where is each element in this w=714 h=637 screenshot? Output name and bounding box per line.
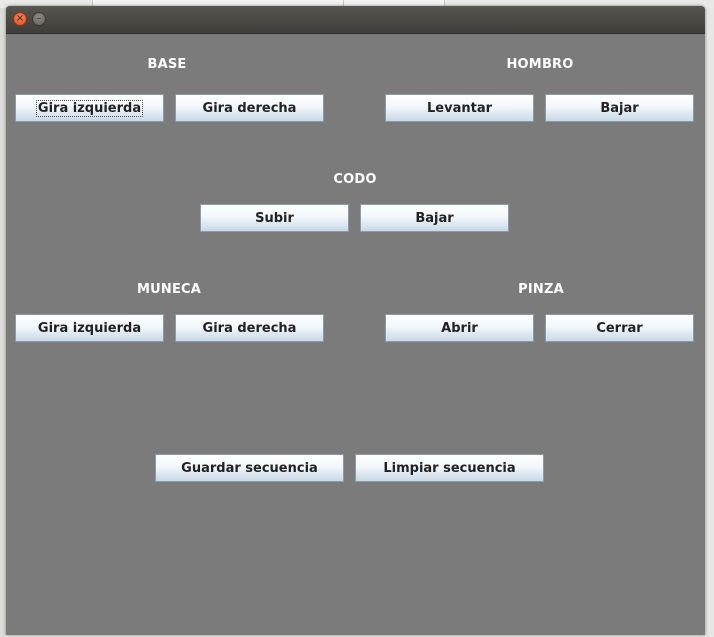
clear-sequence-label: Limpiar secuencia bbox=[383, 460, 516, 476]
robot-arm-control-window: × – BASE Gira izquierda Gira derecha HOM… bbox=[6, 6, 705, 635]
base-rotate-left-button[interactable]: Gira izquierda bbox=[15, 94, 164, 122]
minimize-window-button[interactable]: – bbox=[32, 12, 46, 26]
shoulder-lower-label: Bajar bbox=[600, 100, 639, 116]
control-panel: BASE Gira izquierda Gira derecha HOMBRO … bbox=[6, 34, 705, 635]
minimize-icon: – bbox=[36, 13, 42, 24]
save-sequence-button[interactable]: Guardar secuencia bbox=[155, 454, 344, 482]
gripper-close-button[interactable]: Cerrar bbox=[545, 314, 694, 342]
background-window-edge bbox=[0, 8, 6, 637]
background-window-edge bbox=[705, 8, 714, 637]
base-label: BASE bbox=[147, 57, 187, 72]
gripper-close-label: Cerrar bbox=[596, 320, 643, 336]
base-rotate-right-label: Gira derecha bbox=[202, 100, 297, 116]
wrist-rotate-left-label: Gira izquierda bbox=[37, 320, 142, 336]
elbow-down-button[interactable]: Bajar bbox=[360, 204, 509, 232]
elbow-down-label: Bajar bbox=[415, 210, 454, 226]
title-bar[interactable]: × – bbox=[6, 6, 705, 34]
base-rotate-left-label: Gira izquierda bbox=[35, 99, 144, 117]
shoulder-raise-label: Levantar bbox=[427, 100, 492, 116]
save-sequence-label: Guardar secuencia bbox=[181, 460, 318, 476]
shoulder-raise-button[interactable]: Levantar bbox=[385, 94, 534, 122]
elbow-label: CODO bbox=[333, 172, 377, 187]
wrist-rotate-left-button[interactable]: Gira izquierda bbox=[15, 314, 164, 342]
shoulder-lower-button[interactable]: Bajar bbox=[545, 94, 694, 122]
gripper-label: PINZA bbox=[518, 282, 564, 297]
wrist-rotate-right-button[interactable]: Gira derecha bbox=[175, 314, 324, 342]
wrist-label: MUNECA bbox=[136, 282, 202, 297]
elbow-up-button[interactable]: Subir bbox=[200, 204, 349, 232]
wrist-rotate-right-label: Gira derecha bbox=[202, 320, 297, 336]
close-window-button[interactable]: × bbox=[13, 12, 27, 26]
clear-sequence-button[interactable]: Limpiar secuencia bbox=[355, 454, 544, 482]
gripper-open-button[interactable]: Abrir bbox=[385, 314, 534, 342]
base-rotate-right-button[interactable]: Gira derecha bbox=[175, 94, 324, 122]
gripper-open-label: Abrir bbox=[441, 320, 478, 336]
close-icon: × bbox=[15, 13, 25, 24]
shoulder-label: HOMBRO bbox=[506, 57, 574, 72]
elbow-up-label: Subir bbox=[255, 210, 294, 226]
